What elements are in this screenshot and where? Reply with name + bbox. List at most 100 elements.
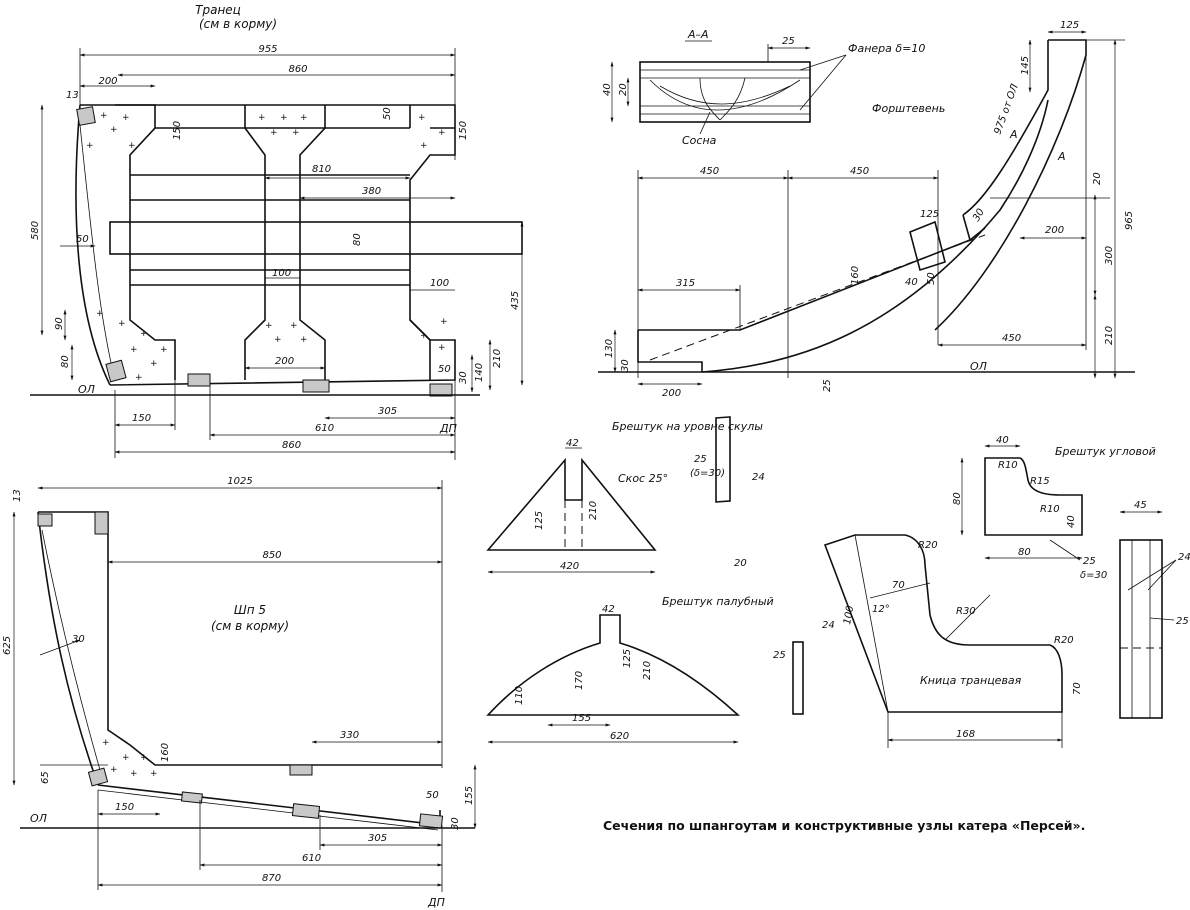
section-aa-title: А–А: [687, 28, 709, 41]
dim: 30: [971, 207, 987, 224]
pine-label: Сосна: [682, 134, 717, 147]
dim: 620: [610, 731, 629, 742]
frame5-subtitle: (см в корму): [211, 619, 289, 633]
dim: 380: [362, 186, 381, 197]
dim: 110: [514, 686, 525, 705]
dim: 125: [534, 511, 545, 530]
chine-knee: Брештук на уровне скулы 42 Скос 25° 125 …: [486, 416, 765, 574]
dim: R20: [1054, 635, 1074, 646]
dim: 50: [76, 234, 89, 245]
svg-text:+: +: [130, 769, 138, 779]
dim: 125: [622, 649, 633, 668]
svg-text:+: +: [140, 329, 148, 339]
dim: 70: [1072, 682, 1083, 695]
dim: 580: [30, 221, 41, 240]
dim: 315: [676, 278, 695, 289]
dim: 50: [426, 790, 439, 801]
dim: 20: [618, 83, 629, 96]
chine-knee-title: Брештук на уровне скулы: [612, 420, 763, 433]
dim: 200: [662, 388, 681, 399]
dim: 20: [1092, 172, 1103, 185]
dim: R15: [1030, 476, 1050, 487]
dim: 155: [464, 786, 475, 805]
svg-text:+: +: [420, 141, 428, 151]
svg-text:+: +: [300, 335, 308, 345]
svg-text:+: +: [420, 331, 428, 341]
svg-text:+: +: [270, 128, 278, 138]
dim: 80: [1018, 547, 1031, 558]
dim: 610: [302, 853, 321, 864]
dim: 850: [262, 550, 281, 561]
dim: R10: [1040, 504, 1060, 515]
dim: 965: [1124, 211, 1135, 230]
svg-text:+: +: [110, 125, 118, 135]
dim: 80: [952, 492, 963, 505]
svg-text:+: +: [438, 343, 446, 353]
dim: 150: [172, 121, 183, 140]
dim: 12°: [872, 604, 890, 615]
transom-title: Транец: [195, 3, 241, 17]
dim: R30: [956, 606, 976, 617]
stem-drawing: Форштевень 125 145 975 от ОЛ А А 965 300…: [598, 20, 1135, 399]
dim: 42: [566, 438, 579, 449]
dim: 955: [258, 44, 277, 55]
dim: 100: [842, 605, 856, 626]
svg-text:+: +: [96, 309, 104, 319]
svg-text:+: +: [86, 141, 94, 151]
transom-knee: R20 70 12° 100 R30 R20 Кница транцевая 7…: [773, 534, 1083, 748]
dim: 420: [560, 561, 579, 572]
dim: 30: [458, 371, 469, 384]
transom-subtitle: (см в корму): [199, 17, 277, 31]
baseline-label: ОЛ: [78, 383, 95, 396]
dim: 25: [694, 454, 707, 465]
dim: 150: [115, 802, 134, 813]
dim: 300: [1104, 246, 1115, 265]
baseline-label: ОЛ: [30, 812, 47, 825]
dim: 125: [1060, 20, 1079, 31]
svg-text:+: +: [100, 111, 108, 121]
dim: 70: [892, 580, 905, 591]
dim: 625: [2, 636, 13, 655]
dim: 30: [450, 817, 461, 830]
svg-text:+: +: [140, 753, 148, 763]
dim: 610: [315, 423, 334, 434]
dim: 150: [132, 413, 151, 424]
baseline-label: ОЛ: [970, 360, 987, 373]
svg-text:+: +: [122, 753, 130, 763]
dim: 210: [642, 661, 653, 680]
dim: 160: [850, 266, 861, 285]
dim: 170: [574, 671, 585, 690]
section-arrow: А: [1009, 128, 1018, 141]
dim: 435: [510, 291, 521, 310]
dim: 80: [60, 355, 71, 368]
dim: 24: [822, 620, 835, 631]
dim: 125: [920, 209, 939, 220]
dim: 210: [588, 501, 599, 520]
dim: 40: [996, 435, 1009, 446]
corner-knee: Брештук угловой 40 R10 R15 R10 80 40 80 …: [952, 435, 1156, 581]
svg-text:+: +: [150, 359, 158, 369]
deck-knee-title: Брештук палубный: [662, 595, 774, 608]
dim: R20: [918, 540, 938, 551]
svg-text:+: +: [438, 128, 446, 138]
dim: 40: [602, 83, 613, 96]
dim: 145: [1020, 56, 1031, 75]
section-arrow: А: [1057, 150, 1066, 163]
dim: 24: [1178, 552, 1190, 563]
dim: 40: [905, 277, 918, 288]
dim: 155: [572, 713, 591, 724]
frame5-title: Шп 5: [234, 603, 266, 617]
svg-text:+: +: [274, 335, 282, 345]
dim: (δ=30): [690, 468, 725, 479]
dim: 40: [1066, 515, 1077, 528]
dim: 30: [72, 634, 85, 645]
svg-text:+: +: [280, 113, 288, 123]
svg-text:+: +: [150, 769, 158, 779]
dim: 50: [438, 364, 451, 375]
dim: 25: [1083, 556, 1096, 567]
dim: 50: [382, 107, 393, 120]
dim: 305: [368, 833, 387, 844]
dim: 30: [620, 359, 631, 372]
dim: 90: [54, 317, 65, 330]
